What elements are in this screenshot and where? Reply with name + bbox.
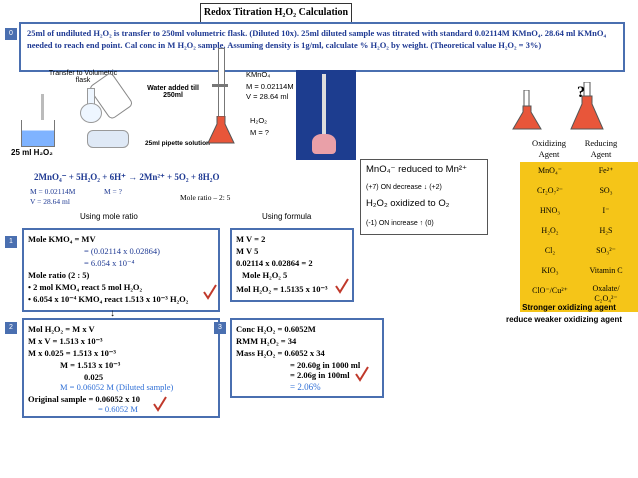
step3-badge: 3 [214,322,226,334]
question-mark: ? [577,84,585,101]
apparatus-area: Transfer to Volumetric flask Water added… [5,70,305,160]
redox-line1-ox: (+7) ON decrease ↓ (+2) [366,184,442,191]
question-text: 25ml of undiluted H₂O₂ is transfer to 25… [27,28,607,50]
burette-m: M = 0.02114M [246,82,294,91]
burette-stand-icon [212,84,228,87]
burette-v: V = 28.64 ml [246,92,289,101]
step2-line: Mol H₂O₂ = M x V [28,324,95,334]
formula-box: M V = 2 M V 5 0.02114 x 0.02864 = 2 Mole… [230,228,354,302]
table-cell-red: H₂S [599,226,613,235]
water-label: Water added till 250ml [147,85,199,99]
title-box: Redox Titration H₂O₂ Calculation [200,3,352,23]
table-cell-red: Vitamin C [589,266,623,275]
step1-badge: 1 [5,236,17,248]
page-title: Redox Titration H₂O₂ Calculation [203,7,349,18]
step1-line: = 6.054 x 10⁻⁴ [84,258,135,268]
agent-table: MnO₄⁻ Fe²⁺ Cr₂O₇²⁻ SO₃ HNO₃ I⁻ H₂O₂ H₂S … [520,162,638,312]
flask-label: H₂O₂ [250,116,268,125]
step3-line: = 20.60g in 1000 ml [290,360,361,370]
equation-area: 2MnO₄⁻ + 5H₂O₂ + 6H⁺ → 2Mn²⁺ + 5O₂ + 8H₂… [20,168,350,208]
step2-box: Mol H₂O₂ = M x V M x V = 1.513 x 10⁻³ M … [22,318,220,418]
step2-line: M x 0.025 = 1.513 x 10⁻³ [28,348,116,358]
table-cell-ox: H₂O₂ [541,226,559,235]
transfer-label: Transfer to Volumetric flask [48,70,118,84]
step2-line: = 0.6052 M [98,404,138,414]
formula-method: Using formula [262,212,312,221]
step3-line: RMM H₂O₂ = 34 [236,336,297,346]
formula-line: Mol H₂O₂ = 1.5135 x 10⁻³ [236,284,328,294]
oxidizing-flask-icon [512,89,542,130]
table-cell-ox: HNO₃ [539,206,561,215]
down-arrow-icon: ↓ [110,308,115,319]
equation-v: V = 28.64 ml [30,197,70,206]
checkmark-icon [355,366,369,382]
checkmark-icon [203,284,217,300]
question-badge: 0 [5,28,17,40]
table-footer-1: Stronger oxidizing agent [522,303,616,312]
checkmark-icon [335,278,349,294]
step1-line: • 2 mol KMO₄ react 5 mol H₂O₂ [28,282,143,292]
formula-line: M V = 2 [236,234,266,244]
mole-ratio-method: Using mole ratio [80,212,138,221]
step2-line: 0.025 [84,372,104,382]
formula-line: 0.02114 x 0.02864 = 2 [236,258,313,268]
equation-q: M = ? [104,187,122,196]
pipette-icon [41,94,44,138]
redox-line2-ox: (-1) ON increase ↑ (0) [366,220,434,227]
step3-line: = 2.06g in 100ml [290,370,350,380]
redox-line2: H₂O₂ oxidized to O₂ [366,198,450,209]
step2-badge: 2 [5,322,17,334]
step2-line: M = 1.513 x 10⁻³ [60,360,121,370]
step1-line: Mole ratio (2 : 5) [28,270,90,280]
pipette-bulb-icon [87,130,129,148]
step1-line: = (0.02114 x 0.02864) [84,246,161,256]
burette-label: KMnO₄ [246,70,271,79]
step1-box: Mole KMO₄ = MV = (0.02114 x 0.02864) = 6… [22,228,220,312]
table-cell-red: SO₃ [599,186,613,195]
equation-m: M = 0.02114M [30,187,76,196]
conical-flask-icon [207,115,235,144]
step2-line: M = 0.06052 M (Diluted sample) [60,382,174,392]
table-cell-red: SO₃²⁻ [596,246,616,255]
step2-line: M x V = 1.513 x 10⁻³ [28,336,103,346]
table-cell-ox: MnO₄⁻ [538,166,562,175]
mole-ratio-label: Mole ratio – 2: 5 [180,193,231,202]
step1-line: Mole KMO₄ = MV [28,234,96,244]
step3-line: Mass H₂O₂ = 0.6052 x 34 [236,348,325,358]
step1-line: • 6.054 x 10⁻⁴ KMO₄ react 1.513 x 10⁻³ H… [28,294,189,304]
step3-box: Conc H₂O₂ = 0.6052M RMM H₂O₂ = 34 Mass H… [230,318,384,398]
volumetric-flask-icon [80,88,102,123]
pipette-label: 25ml pipette solution [145,140,211,147]
redox-line1: MnO₄⁻ reduced to Mn²⁺ [366,164,468,175]
table-header-red: Reducing Agent [584,138,618,159]
table-cell-red: Oxalate/ C₂O₄²⁻ [592,284,620,303]
table-cell-ox: Cr₂O₇²⁻ [537,186,563,195]
table-cell-ox: Cl₂ [544,246,556,255]
table-cell-ox: ClO⁻/Cu²⁺ [532,286,568,295]
step2-line: Original sample = 0.06052 x 10 [28,394,141,404]
beaker-icon [21,120,55,147]
table-footer-2: reduce weaker oxidizing agent [505,315,623,324]
step3-line: Conc H₂O₂ = 0.6052M [236,324,316,334]
question-box: 25ml of undiluted H₂O₂ is transfer to 25… [19,22,625,72]
table-cell-red: Fe²⁺ [598,166,614,175]
table-cell-ox: KIO₃ [541,266,559,275]
formula-line: M V 5 [236,246,259,256]
step3-line: = 2.06% [290,382,321,392]
titration-photo [296,70,356,160]
table-cell-red: I⁻ [602,206,610,215]
redox-box: MnO₄⁻ reduced to Mn²⁺ (+7) ON decrease ↓… [360,159,488,235]
beaker-label: 25 ml H₂O₂ [11,148,53,157]
checkmark-icon [153,396,167,412]
formula-line: Mole H₂O₂ 5 [242,270,288,280]
equation-main: 2MnO₄⁻ + 5H₂O₂ + 6H⁺ → 2Mn²⁺ + 5O₂ + 8H₂… [34,172,220,182]
table-header-ox: Oxidizing Agent [532,138,566,159]
flask-m: M = ? [250,128,269,137]
reducing-flask-icon [570,81,604,130]
